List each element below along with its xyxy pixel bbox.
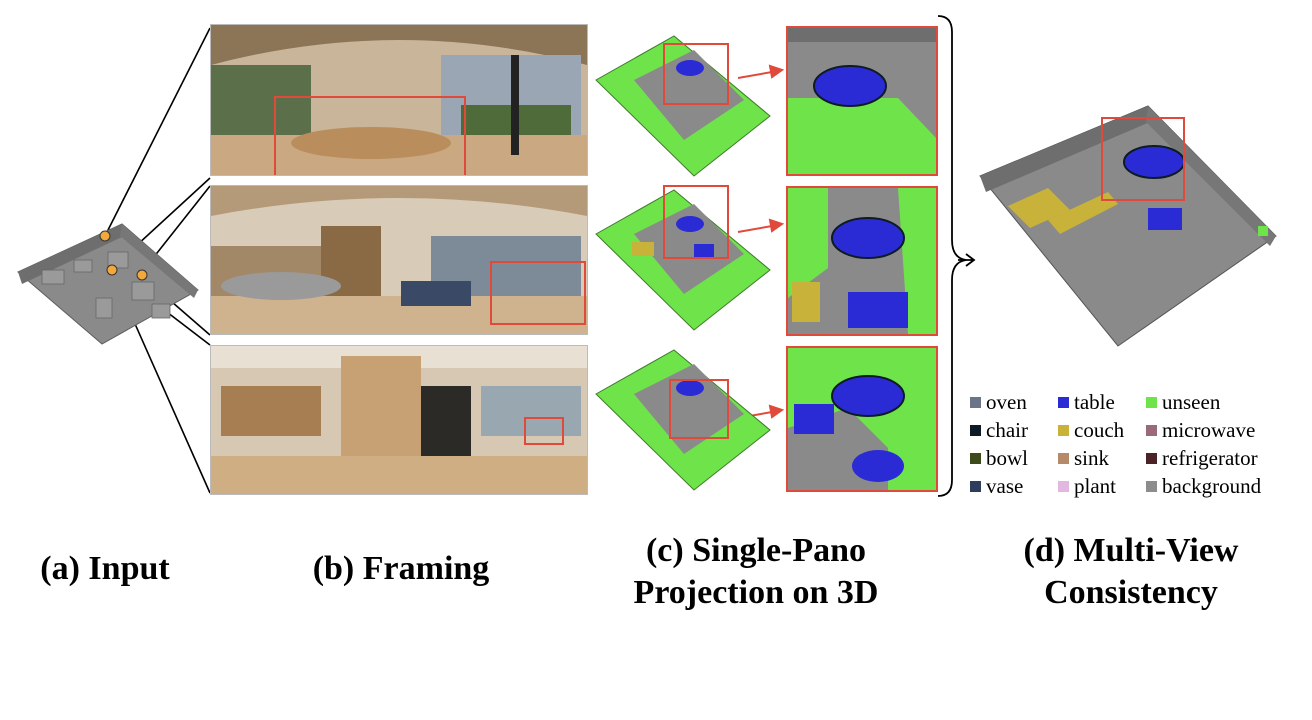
legend-swatch: [1146, 397, 1157, 408]
legend-item-plant: plant: [1058, 472, 1116, 500]
legend-swatch: [970, 481, 981, 492]
legend-item-sink: sink: [1058, 444, 1109, 472]
caption-projection-line2: Projection on 3D: [633, 574, 879, 611]
zoom-arrow-head: [768, 404, 785, 419]
legend-label: vase: [986, 474, 1024, 498]
bracket-arrow-icon: [958, 253, 976, 267]
zoom-inset-1: [786, 26, 938, 176]
zoom-inset-3: [786, 346, 938, 492]
marker-dot: [106, 264, 118, 276]
legend-swatch: [1146, 453, 1157, 464]
legend: oven table unseen chair couch microwave bowl si…: [970, 388, 1270, 500]
projection-mesh-3: [595, 349, 771, 491]
legend-label: bowl: [986, 446, 1028, 470]
legend-label: chair: [986, 418, 1028, 442]
legend-label: microwave: [1162, 418, 1256, 442]
projection-mesh-2: [595, 185, 771, 331]
legend-label: table: [1074, 390, 1115, 414]
legend-swatch: [1058, 397, 1069, 408]
legend-label: couch: [1074, 418, 1125, 442]
legend-item-unseen: unseen: [1146, 388, 1220, 416]
zoom-arrow: [737, 71, 773, 79]
projection-mesh-1: [595, 35, 771, 177]
panorama-2: [210, 185, 588, 335]
multiview-mesh: [979, 105, 1277, 347]
caption-input: (a) Input: [40, 550, 170, 587]
caption-projection-line1: (c) Single-Pano: [645, 532, 867, 569]
panorama-3: [210, 345, 588, 495]
legend-item-bowl: bowl: [970, 444, 1028, 472]
input-mesh: [17, 223, 199, 345]
legend-swatch: [970, 397, 981, 408]
legend-item-microwave: microwave: [1146, 416, 1255, 444]
legend-label: unseen: [1162, 390, 1221, 414]
zoom-inset-2: [786, 186, 938, 336]
legend-swatch: [1058, 425, 1069, 436]
zoom-arrow: [737, 225, 773, 233]
legend-swatch: [970, 425, 981, 436]
legend-item-chair: chair: [970, 416, 1028, 444]
marker-dot: [99, 230, 111, 242]
legend-item-oven: oven: [970, 388, 1027, 416]
legend-label: refrigerator: [1162, 446, 1258, 470]
legend-item-vase: vase: [970, 472, 1023, 500]
caption-consistency-line1: (d) Multi-View: [1023, 532, 1239, 569]
legend-item-couch: couch: [1058, 416, 1124, 444]
legend-swatch: [1146, 425, 1157, 436]
zoom-arrow-head: [768, 64, 785, 79]
legend-swatch: [1058, 453, 1069, 464]
legend-item-background: background: [1146, 472, 1261, 500]
legend-item-table: table: [1058, 388, 1115, 416]
caption-consistency-line2: Consistency: [1044, 574, 1218, 611]
legend-swatch: [970, 453, 981, 464]
panorama-1: [210, 24, 588, 176]
legend-label: background: [1162, 474, 1262, 498]
legend-label: sink: [1074, 446, 1110, 470]
legend-item-refrigerator: refrigerator: [1146, 444, 1258, 472]
zoom-arrow-head: [768, 218, 785, 233]
legend-swatch: [1058, 481, 1069, 492]
connector-line: [104, 27, 211, 237]
caption-framing: (b) Framing: [312, 550, 490, 587]
bracket-icon: [937, 15, 967, 497]
marker-dot: [136, 269, 148, 281]
legend-label: plant: [1074, 474, 1116, 498]
legend-label: oven: [986, 390, 1027, 414]
legend-swatch: [1146, 481, 1157, 492]
